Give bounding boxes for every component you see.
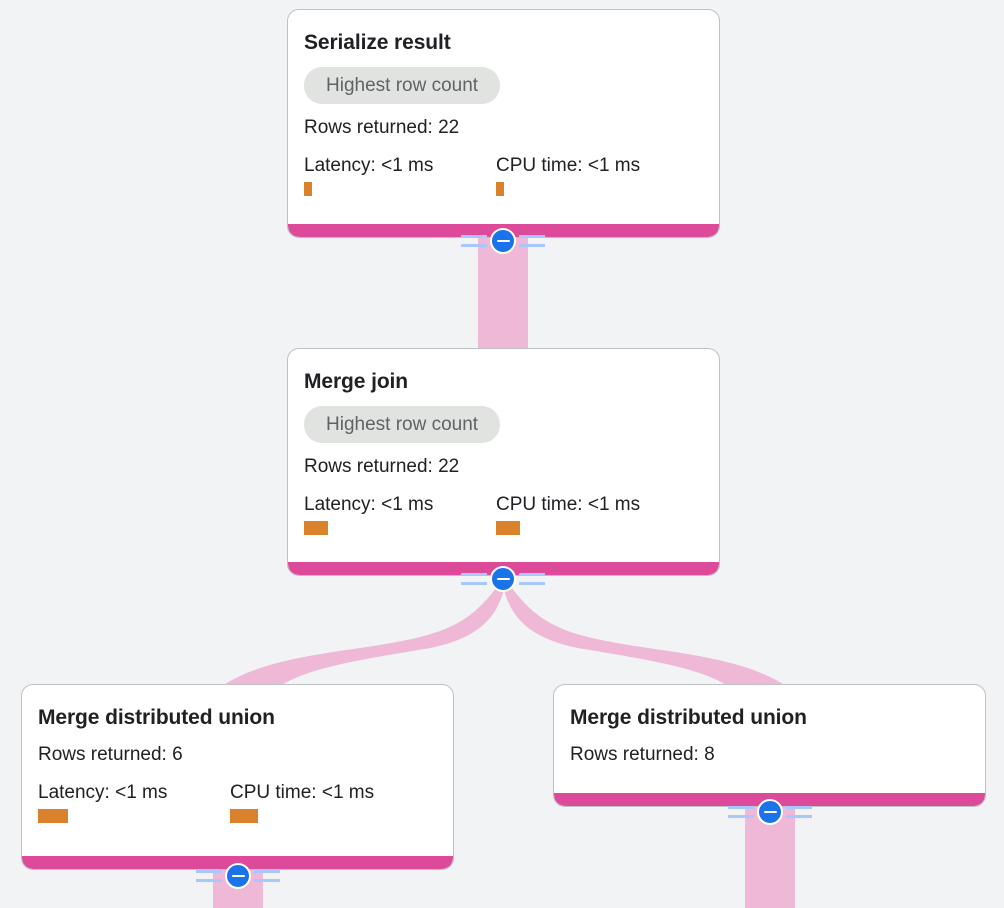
metric-latency-bar bbox=[38, 809, 68, 823]
rows-returned: Rows returned: 22 bbox=[304, 456, 460, 477]
metric-latency: Latency: <1 ms bbox=[38, 781, 230, 823]
node-title: Merge join bbox=[304, 370, 409, 393]
toggle-serialize-result[interactable] bbox=[461, 228, 545, 254]
metric-cpu-time-bar bbox=[230, 809, 258, 823]
node-title: Merge distributed union bbox=[38, 706, 275, 729]
metric-cpu-time: CPU time: <1 ms bbox=[496, 154, 688, 196]
metric-latency-bar bbox=[304, 521, 328, 535]
toggle-rails bbox=[196, 863, 280, 889]
node-title: Merge distributed union bbox=[570, 706, 807, 729]
edge-merge-join-to-left-union bbox=[216, 578, 506, 692]
node-merge-join[interactable]: Merge join Highest row count Rows return… bbox=[287, 348, 720, 576]
toggle-rails bbox=[728, 799, 812, 825]
metric-latency-label: Latency: <1 ms bbox=[304, 494, 434, 515]
rows-returned: Rows returned: 6 bbox=[38, 744, 183, 765]
metric-latency-label: Latency: <1 ms bbox=[304, 155, 434, 176]
node-title: Serialize result bbox=[304, 31, 451, 54]
node-metrics: Latency: <1 ms CPU time: <1 ms bbox=[304, 154, 703, 196]
rows-returned: Rows returned: 22 bbox=[304, 117, 460, 138]
status-badge: Highest row count bbox=[304, 67, 501, 104]
minus-icon bbox=[757, 799, 783, 825]
minus-icon bbox=[490, 566, 516, 592]
metric-cpu-time-label: CPU time: <1 ms bbox=[496, 155, 641, 176]
node-merge-distributed-union-right[interactable]: Merge distributed union Rows returned: 8 bbox=[553, 684, 986, 807]
metric-latency: Latency: <1 ms bbox=[304, 493, 496, 535]
metric-latency-label: Latency: <1 ms bbox=[38, 782, 168, 803]
node-merge-distributed-union-left[interactable]: Merge distributed union Rows returned: 6… bbox=[21, 684, 454, 870]
metric-cpu-time: CPU time: <1 ms bbox=[230, 781, 422, 823]
toggle-rails bbox=[461, 228, 545, 254]
minus-icon bbox=[225, 863, 251, 889]
metric-cpu-time-bar bbox=[496, 182, 504, 196]
node-footer-bar bbox=[22, 856, 453, 869]
toggle-merge-distributed-union-left[interactable] bbox=[196, 863, 280, 889]
node-body: Merge distributed union Rows returned: 8 bbox=[554, 685, 985, 793]
node-metrics: Latency: <1 ms CPU time: <1 ms bbox=[304, 493, 703, 535]
metric-latency: Latency: <1 ms bbox=[304, 154, 496, 196]
toggle-merge-distributed-union-right[interactable] bbox=[728, 799, 812, 825]
minus-icon bbox=[490, 228, 516, 254]
status-badge: Highest row count bbox=[304, 406, 501, 443]
node-body: Merge distributed union Rows returned: 6… bbox=[22, 685, 453, 856]
metric-latency-bar bbox=[304, 182, 312, 196]
toggle-merge-join[interactable] bbox=[461, 566, 545, 592]
metric-cpu-time: CPU time: <1 ms bbox=[496, 493, 688, 535]
metric-cpu-time-label: CPU time: <1 ms bbox=[230, 782, 375, 803]
node-body: Merge join Highest row count Rows return… bbox=[288, 349, 719, 562]
node-body: Serialize result Highest row count Rows … bbox=[288, 10, 719, 224]
node-serialize-result[interactable]: Serialize result Highest row count Rows … bbox=[287, 9, 720, 238]
rows-returned: Rows returned: 8 bbox=[570, 744, 715, 765]
edge-merge-join-to-right-union bbox=[502, 578, 792, 692]
metric-cpu-time-label: CPU time: <1 ms bbox=[496, 494, 641, 515]
metric-cpu-time-bar bbox=[496, 521, 520, 535]
node-metrics: Latency: <1 ms CPU time: <1 ms bbox=[38, 781, 437, 823]
